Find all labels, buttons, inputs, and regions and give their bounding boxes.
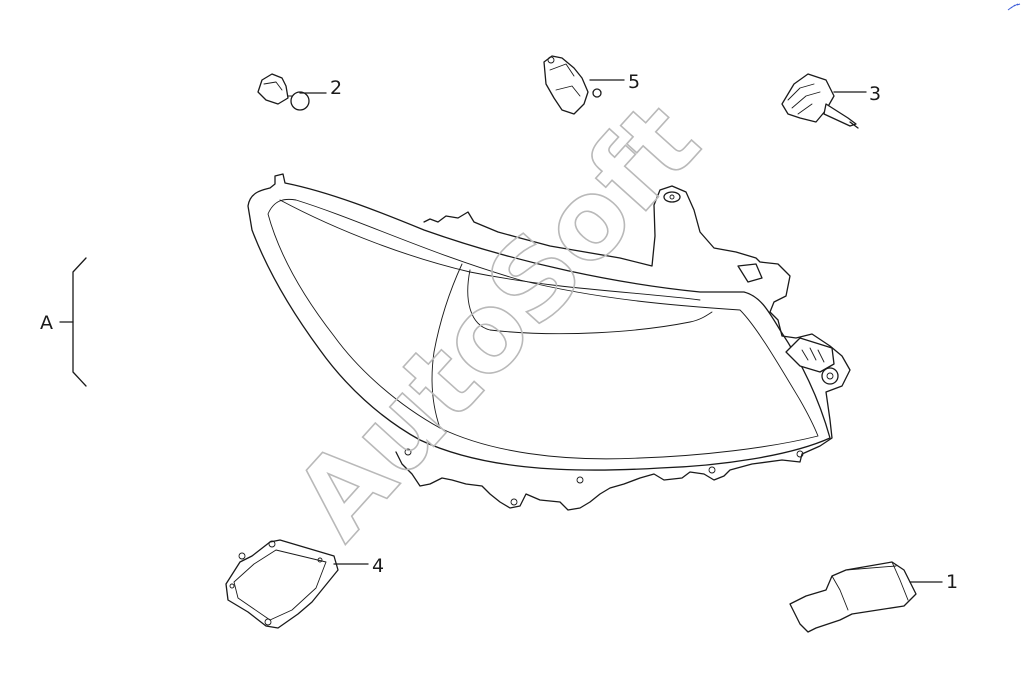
callout-label-4: 4	[372, 555, 384, 577]
group-bracket-a	[59, 257, 87, 387]
part-5-bulb-socket	[543, 55, 602, 115]
part-3-hid-bulb	[781, 73, 859, 129]
part-4-ballast-unit	[225, 539, 339, 629]
headlamp-assembly	[247, 173, 851, 511]
corner-mark-icon	[1007, 3, 1021, 11]
group-label-a: A	[40, 312, 53, 334]
callout-label-3: 3	[869, 83, 881, 105]
watermark-text: AutoSoft	[271, 80, 723, 563]
part-2-bulb-socket	[257, 73, 310, 111]
callout-label-2: 2	[330, 77, 342, 99]
callout-label-1: 1	[946, 571, 958, 593]
callout-label-5: 5	[628, 71, 640, 93]
part-1-cover-bracket	[789, 561, 917, 633]
